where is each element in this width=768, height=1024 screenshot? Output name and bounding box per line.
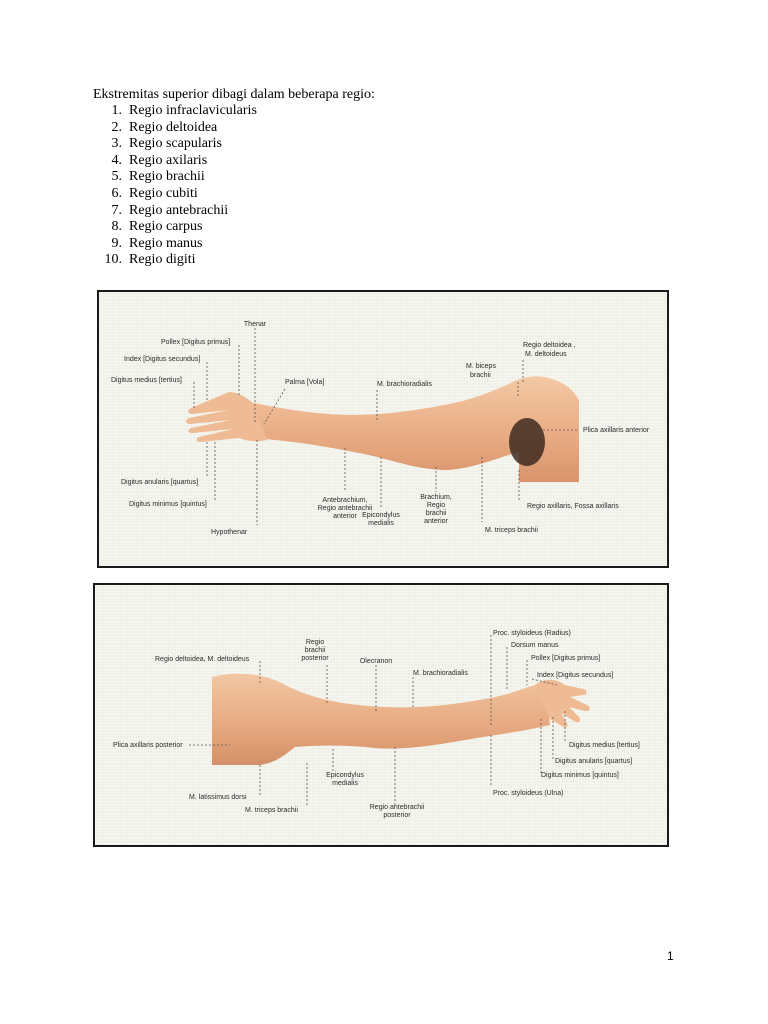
hand-shape xyxy=(186,392,267,442)
label-brachium-4: anterior xyxy=(424,518,448,525)
label-epicondylus-2: medialis xyxy=(332,780,358,787)
label-index: Index [Digitus secundus] xyxy=(124,356,200,363)
label-pollex: Pollex [Digitus primus] xyxy=(161,339,230,346)
label-styloideus-ulna: Proc. styloideus (Ulna) xyxy=(493,790,563,797)
label-latissimus: M. latissimus dorsi xyxy=(189,794,247,801)
list-item: 5.Regio brachii xyxy=(111,169,205,185)
label-plica-posterior: Plica axillaris posterior xyxy=(113,742,183,749)
posterior-arm-figure: Regio deltoidea, M. deltoideus Regio bra… xyxy=(93,583,669,847)
label-brachium-1: Brachium, xyxy=(420,494,452,501)
region-list: 1.Regio infraclavicularis 2.Regio deltoi… xyxy=(104,103,257,269)
label-index: Index [Digitus secundus] xyxy=(537,672,613,679)
label-dorsum-manus: Dorsum manus xyxy=(511,642,559,649)
page-number: 1 xyxy=(667,949,674,963)
intro-text: Ekstremitas superior dibagi dalam bebera… xyxy=(93,87,375,102)
label-thenar: Thenar xyxy=(244,321,267,328)
label-antebrachium-2: Regio antebrachii xyxy=(318,505,373,512)
label-antebrachium-3: anterior xyxy=(333,513,357,520)
list-item: 1.Regio infraclavicularis xyxy=(111,103,257,118)
label-hypothenar: Hypothenar xyxy=(211,529,248,536)
label-regio-axillaris: Regio axillaris, Fossa axillaris xyxy=(527,503,619,510)
label-deltoidea-1: Regio deltoidea , xyxy=(523,342,576,349)
label-digitus-anularis: Digitus anularis [quartus] xyxy=(555,758,632,765)
label-triceps: M. triceps brachii xyxy=(245,807,298,814)
label-olecranon: Olecranon xyxy=(360,658,392,665)
label-biceps-2: brachii xyxy=(470,372,491,379)
label-brachii-post-1: Regio xyxy=(306,639,324,646)
label-brachium-2: Regio xyxy=(427,502,445,509)
label-digitus-medius: Digitus medius [tertius] xyxy=(111,377,182,384)
list-item: 10.Regio digiti xyxy=(104,252,196,268)
label-antebrachii-post-1: Regio antebrachii xyxy=(370,804,425,811)
label-digitus-minimus: Digitus minimus [quintus] xyxy=(129,501,207,508)
label-styloideus-radius: Proc. styloideus (Radius) xyxy=(493,630,571,637)
hand-shape xyxy=(535,679,590,728)
anterior-arm-illustration: Thenar Pollex [Digitus primus] Index [Di… xyxy=(111,321,650,536)
label-epicondylus-1: Epicondylus xyxy=(326,772,364,779)
arm-shape xyxy=(239,376,579,482)
label-plica-anterior: Plica axillaris anterior xyxy=(583,427,650,434)
label-palma: Palma [Vola] xyxy=(285,379,324,386)
list-item: 3.Regio scapularis xyxy=(111,136,222,152)
label-deltoidea-2: M. deltoideus xyxy=(525,351,567,358)
label-brachii-post-3: posterior xyxy=(301,655,329,662)
list-item: 8.Regio carpus xyxy=(111,219,203,235)
label-epicondylus-1: Epicondylus xyxy=(362,512,400,519)
label-antebrachium-1: Antebrachium, xyxy=(322,497,367,504)
label-biceps-1: M. biceps xyxy=(466,363,496,370)
label-pollex: Pollex [Digitus primus] xyxy=(531,655,600,662)
label-antebrachii-post-2: posterior xyxy=(383,812,411,819)
label-brachium-3: brachii xyxy=(426,510,447,517)
label-brachii-post-2: brachii xyxy=(305,647,326,654)
label-deltoidea: Regio deltoidea, M. deltoideus xyxy=(155,656,250,663)
label-digitus-anularis: Digitus anularis [quartus] xyxy=(121,479,198,486)
list-item: 6.Regio cubiti xyxy=(111,185,198,201)
label-triceps: M. triceps brachii xyxy=(485,527,538,534)
list-item: 9.Regio manus xyxy=(111,235,203,251)
label-epicondylus-2: medialis xyxy=(368,520,394,527)
label-digitus-minimus: Digitus minimus [quintus] xyxy=(541,772,619,779)
label-digitus-medius: Digitus medius [tertius] xyxy=(569,742,640,749)
anterior-arm-figure: Thenar Pollex [Digitus primus] Index [Di… xyxy=(97,290,669,568)
list-item: 7.Regio antebrachii xyxy=(111,202,229,218)
label-brachioradialis: M. brachioradialis xyxy=(413,670,468,677)
label-brachioradialis: M. brachioradialis xyxy=(377,381,432,388)
list-item: 4.Regio axilaris xyxy=(111,152,208,168)
posterior-arm-illustration: Regio deltoidea, M. deltoideus Regio bra… xyxy=(113,630,640,819)
arm-shape xyxy=(212,673,550,765)
list-item: 2.Regio deltoidea xyxy=(111,119,218,135)
